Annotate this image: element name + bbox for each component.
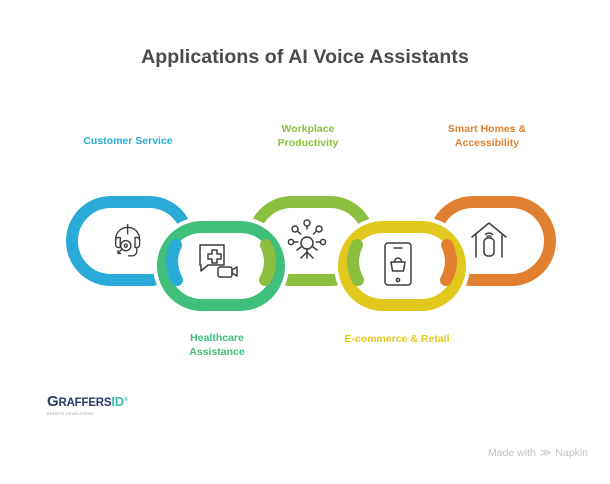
interlock-arc-blue — [165, 239, 183, 286]
label-ecommerce: E-commerce & Retail — [344, 333, 450, 345]
medical-chat-video-icon — [199, 244, 238, 278]
chain-link-customer-service — [66, 196, 194, 286]
brand-logo-wordmark: GRAFFERSID® — [47, 394, 131, 410]
brand-logo-trademark: ® — [123, 397, 128, 403]
label-healthcare: Healthcare Assistance — [189, 332, 245, 358]
interlock-arc-lightgreen — [259, 239, 277, 286]
brand-logo: GRAFFERSID® REMOTE DEVELOPERS — [47, 394, 131, 416]
napkin-brand-text: Napkin — [555, 447, 588, 459]
interlock-arc-lightgreen-2 — [346, 239, 364, 286]
brand-logo-id: ID — [111, 394, 124, 410]
headset-icon — [114, 223, 141, 257]
chain-link-workplace-productivity — [247, 196, 375, 286]
brand-logo-raffers: RAFFERS — [58, 397, 112, 410]
smart-home-speaker-icon — [471, 222, 507, 258]
link-ring-healthcare — [157, 221, 285, 311]
link-ring-workplace-productivity — [247, 196, 375, 286]
mobile-shopping-icon — [384, 242, 412, 286]
link-ring-ecommerce — [338, 221, 466, 311]
chain-link-healthcare — [153, 217, 289, 315]
interlock-arc-orange — [440, 239, 458, 286]
brand-logo-letter-g: G — [47, 393, 59, 411]
page-title: Applications of AI Voice Assistants — [141, 46, 469, 68]
label-smart-homes: Smart Homes & Accessibility — [447, 123, 527, 149]
footer-credit: Made with ≫ Napkin — [488, 447, 588, 459]
chain-link-ecommerce — [334, 217, 470, 315]
chain-link-smart-homes — [428, 196, 556, 286]
link-ring-customer-service — [66, 196, 194, 286]
label-workplace-productivity: Workplace Productivity — [277, 123, 339, 149]
made-with-text: Made with — [487, 447, 536, 459]
link-ring-smart-homes — [428, 196, 556, 286]
multitasking-person-icon — [287, 219, 327, 259]
napkin-logo-icon: ≫ — [539, 446, 552, 459]
brand-logo-tagline: REMOTE DEVELOPERS — [47, 412, 94, 417]
label-customer-service: Customer Service — [83, 135, 173, 147]
